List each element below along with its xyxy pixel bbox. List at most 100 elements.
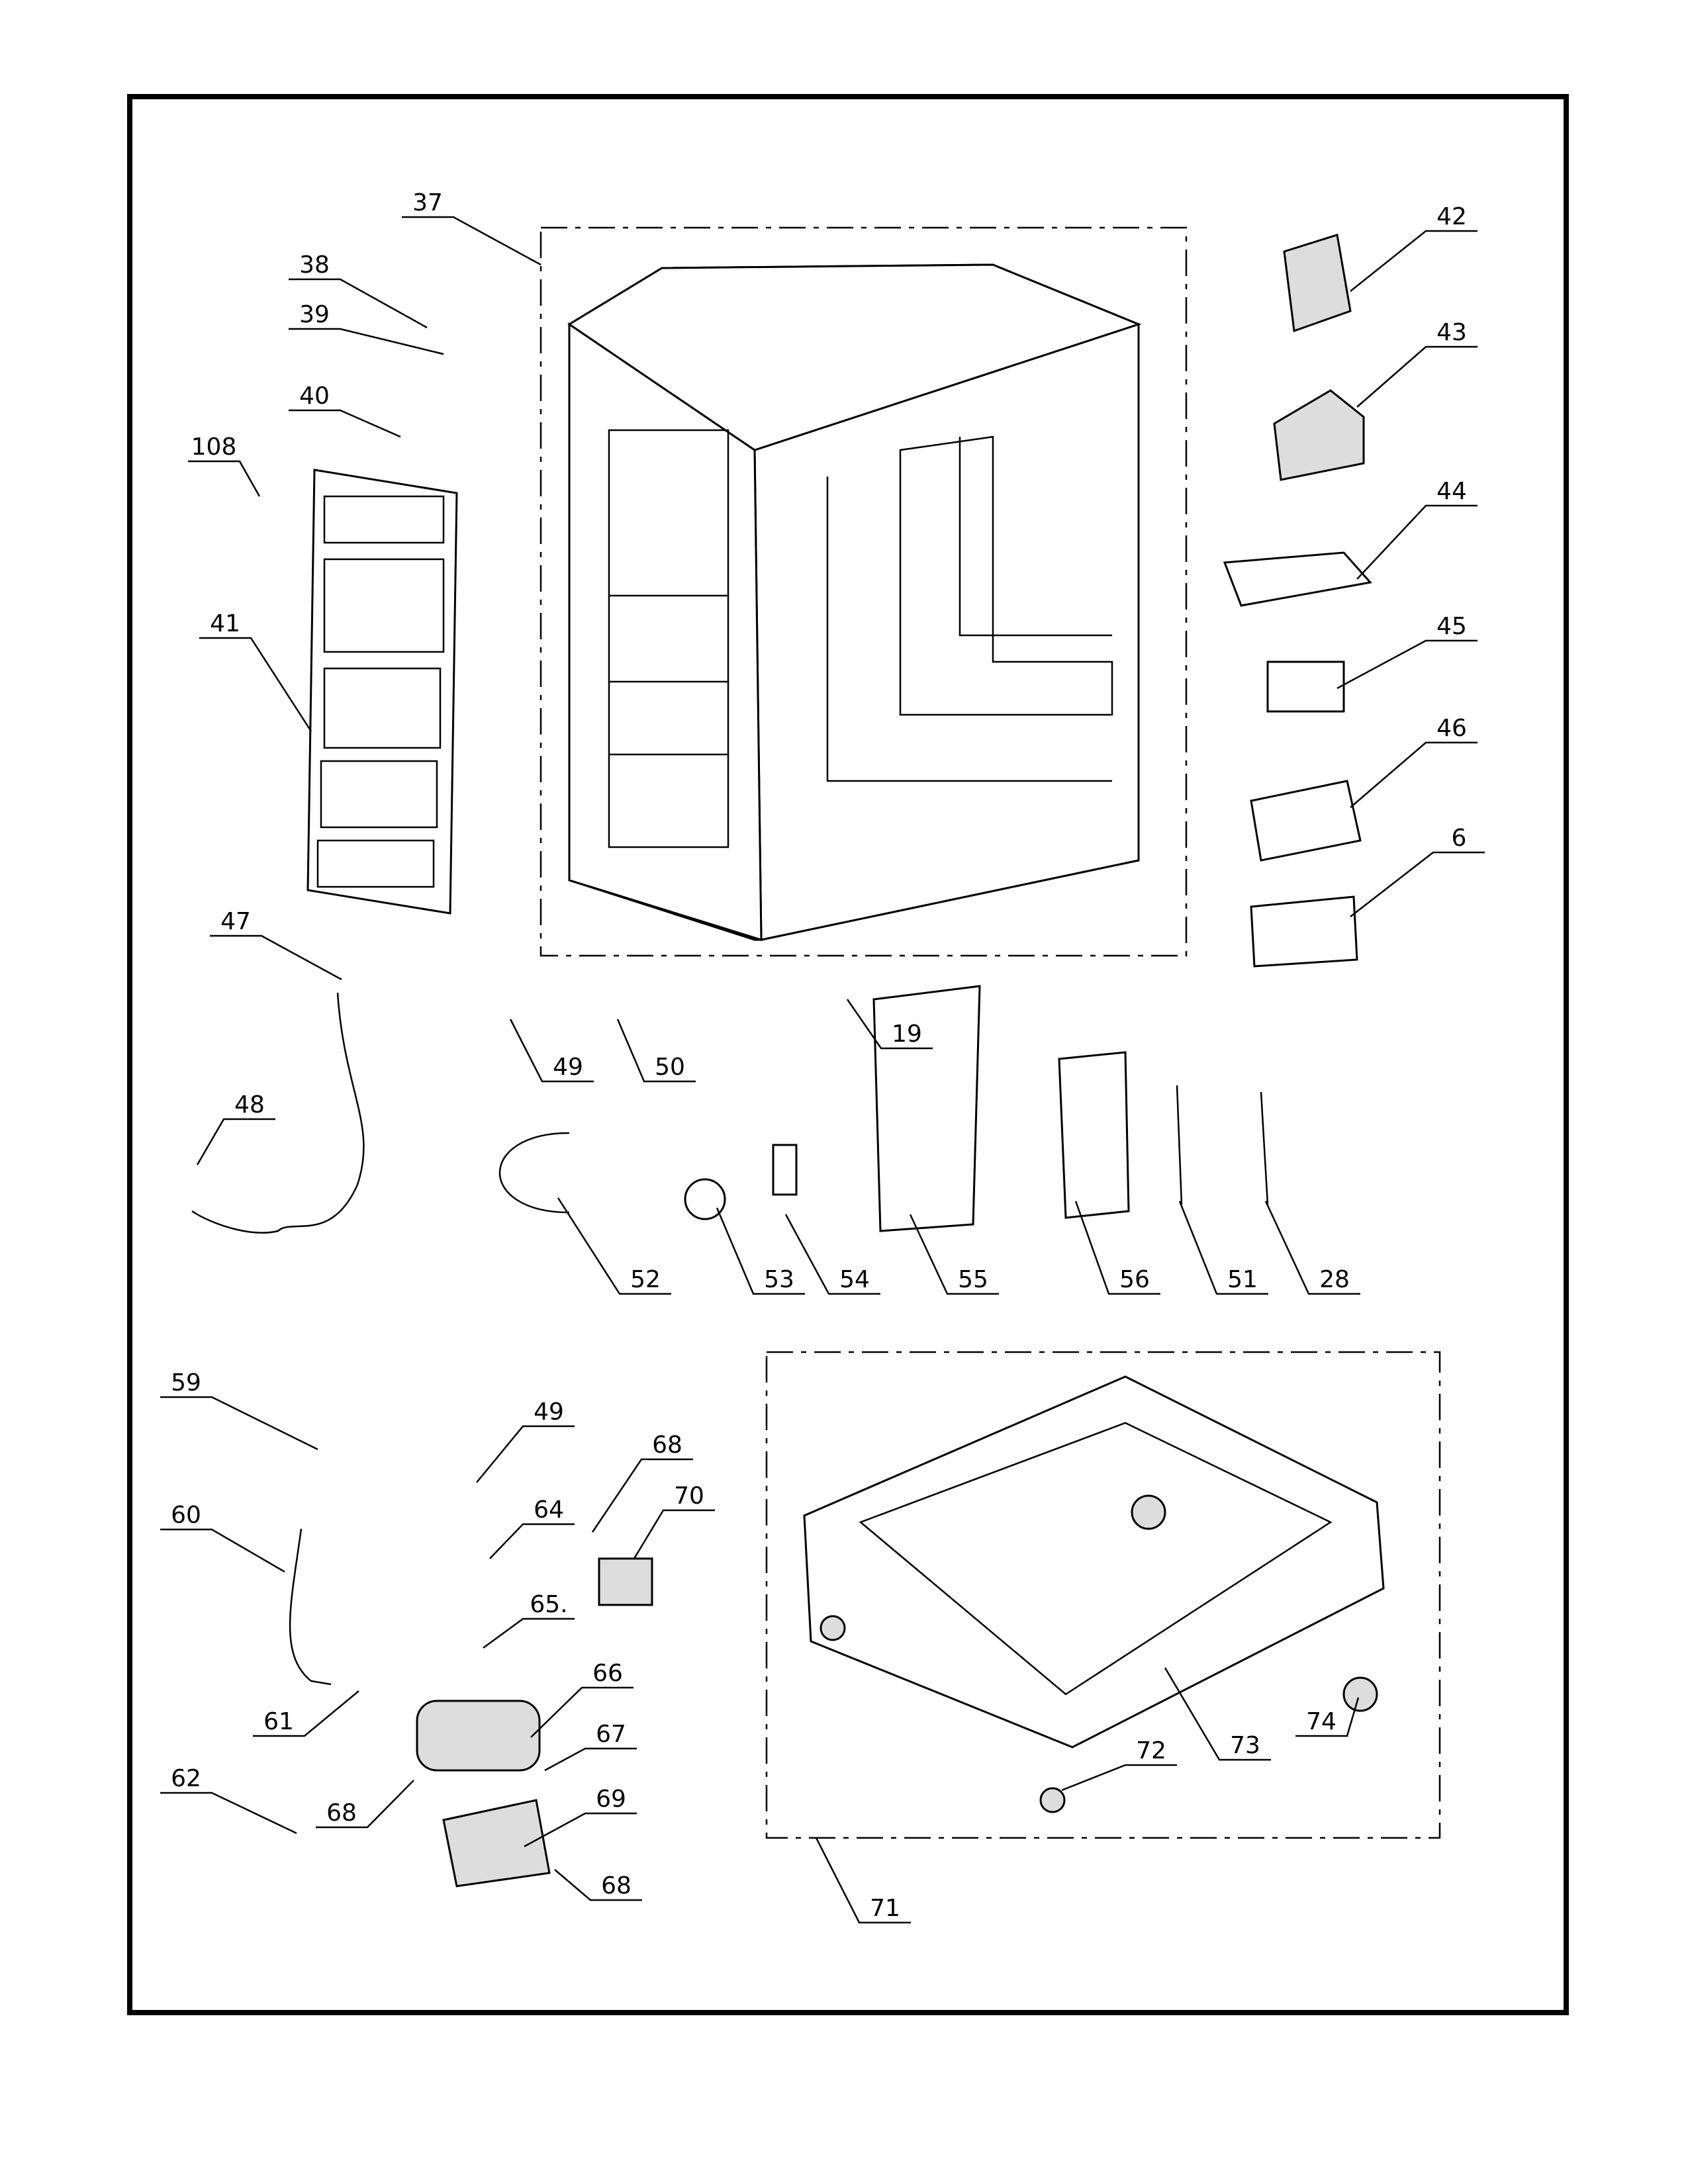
callout: 48 bbox=[196, 1091, 275, 1165]
leader-line bbox=[1295, 1697, 1360, 1737]
leader-line bbox=[316, 1780, 414, 1829]
callout: 59 bbox=[160, 1369, 318, 1451]
pad-part bbox=[1223, 551, 1372, 607]
callout: 72 bbox=[1061, 1737, 1177, 1792]
leader-line bbox=[199, 637, 312, 732]
callout: 62 bbox=[160, 1765, 297, 1835]
callout: 55 bbox=[909, 1214, 999, 1295]
callout: 56 bbox=[1074, 1201, 1160, 1295]
bag-part bbox=[1058, 1051, 1130, 1219]
callout-number: 40 bbox=[299, 383, 330, 410]
rod-part bbox=[1260, 1091, 1269, 1205]
callout: 38 bbox=[289, 251, 428, 329]
valve-part bbox=[598, 1557, 653, 1606]
callout: 65. bbox=[483, 1591, 575, 1649]
leader-line bbox=[196, 1118, 275, 1165]
drain-hose-part bbox=[289, 1528, 332, 1686]
callout-number: 69 bbox=[596, 1786, 626, 1813]
leader-line bbox=[1350, 230, 1477, 292]
leader-line bbox=[509, 1019, 594, 1083]
callout-number: 19 bbox=[892, 1021, 922, 1048]
callout: 46 bbox=[1350, 715, 1477, 808]
callout-number: 42 bbox=[1436, 203, 1467, 230]
leader-line bbox=[1350, 851, 1485, 917]
leader-line bbox=[815, 1837, 911, 1924]
pad-part bbox=[1250, 780, 1362, 862]
diagram-frame bbox=[127, 94, 1569, 2015]
leader-line bbox=[633, 1509, 715, 1559]
leader-line bbox=[716, 1207, 805, 1295]
leader-line bbox=[784, 1214, 880, 1295]
callout-number: 52 bbox=[630, 1266, 661, 1293]
ring-part bbox=[684, 1178, 726, 1220]
callout-number: 47 bbox=[220, 908, 251, 935]
callout: 45 bbox=[1336, 613, 1477, 690]
callout-number: 72 bbox=[1136, 1737, 1166, 1764]
spacer-part bbox=[772, 1144, 798, 1196]
leader-line bbox=[530, 1686, 633, 1738]
callout: 42 bbox=[1350, 203, 1477, 292]
callout-number: 54 bbox=[839, 1266, 870, 1293]
callout-number: 28 bbox=[1319, 1266, 1350, 1293]
callout-number: 74 bbox=[1306, 1708, 1336, 1735]
leader-line bbox=[1164, 1667, 1271, 1761]
leader-line bbox=[160, 1528, 285, 1573]
callout: 43 bbox=[1356, 319, 1477, 408]
callout-number: 41 bbox=[210, 610, 240, 637]
callout: 64 bbox=[489, 1496, 575, 1559]
leader-line bbox=[544, 1747, 637, 1772]
leader-line bbox=[909, 1214, 999, 1295]
callout-number: 67 bbox=[596, 1721, 626, 1748]
callout-number: 37 bbox=[412, 189, 443, 216]
callout: 40 bbox=[289, 383, 401, 438]
leader-line bbox=[289, 328, 444, 355]
callout: 54 bbox=[784, 1214, 880, 1295]
callout: 68 bbox=[316, 1780, 414, 1829]
callout: 49 bbox=[509, 1019, 594, 1083]
leader-line bbox=[489, 1523, 575, 1559]
cabinet-group-box bbox=[539, 226, 1188, 957]
base-group-box bbox=[765, 1351, 1441, 1839]
leader-line bbox=[160, 1792, 297, 1835]
cabinet-part bbox=[567, 263, 1142, 942]
callout-number: 55 bbox=[958, 1266, 988, 1293]
leader-line bbox=[524, 1812, 637, 1848]
leader-line bbox=[591, 1458, 693, 1533]
callout: 61 bbox=[253, 1690, 359, 1737]
leader-line bbox=[554, 1869, 642, 1901]
leader-line bbox=[846, 999, 933, 1050]
pad-part bbox=[1250, 895, 1358, 968]
leader-line bbox=[402, 216, 541, 266]
leader-line bbox=[1074, 1201, 1160, 1295]
callout: 108 bbox=[188, 433, 261, 497]
callout: 52 bbox=[557, 1197, 671, 1295]
foam-block-part bbox=[1273, 389, 1365, 481]
bag-part bbox=[872, 985, 981, 1232]
callout: 44 bbox=[1356, 478, 1477, 580]
callout-number: 64 bbox=[534, 1496, 564, 1524]
callout-number: 68 bbox=[601, 1872, 632, 1899]
callout-number: 48 bbox=[234, 1091, 265, 1118]
callout-number: 46 bbox=[1436, 715, 1467, 742]
callout-number: 44 bbox=[1436, 478, 1467, 505]
callout-number: 108 bbox=[191, 433, 237, 461]
leader-line bbox=[1350, 741, 1477, 808]
callout: 66 bbox=[530, 1660, 633, 1738]
callout: 74 bbox=[1295, 1697, 1360, 1737]
leader-line bbox=[289, 409, 401, 438]
rear-panel-part bbox=[306, 469, 458, 915]
callout: 41 bbox=[199, 610, 312, 732]
leader-line bbox=[1356, 504, 1477, 580]
callout-number: 61 bbox=[263, 1708, 294, 1735]
foam-block-part bbox=[1283, 234, 1352, 333]
callout: 37 bbox=[402, 189, 541, 266]
callout-number: 70 bbox=[674, 1482, 704, 1510]
callout-number: 45 bbox=[1436, 613, 1467, 640]
callout-number: 60 bbox=[171, 1502, 201, 1529]
callout-number: 38 bbox=[299, 251, 330, 279]
callout: 68 bbox=[554, 1869, 642, 1901]
callout: 47 bbox=[210, 908, 342, 981]
leader-line bbox=[1178, 1201, 1268, 1295]
callout: 70 bbox=[633, 1482, 715, 1559]
